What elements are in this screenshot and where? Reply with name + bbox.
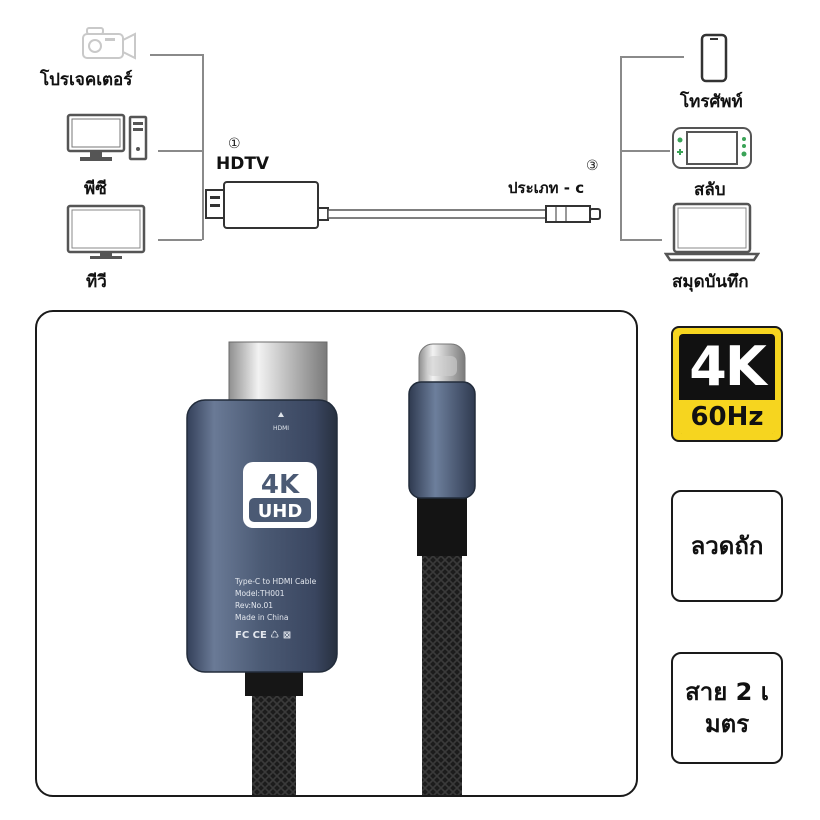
bracket-right-bottom xyxy=(620,239,662,241)
device-label-notebook: สมุดบันทึก xyxy=(672,272,749,292)
spec-line-4: Made in China xyxy=(235,613,288,622)
phone-icon xyxy=(700,33,728,83)
game-console-icon xyxy=(672,127,752,169)
pc-icon xyxy=(66,113,148,161)
braided-badge: ลวดถัก xyxy=(671,490,783,602)
cable-diagram xyxy=(205,181,601,229)
hdmi-mark: HDMI xyxy=(273,425,289,432)
spec-line-2: Model:TH001 xyxy=(235,589,285,598)
laptop-icon xyxy=(664,202,760,262)
projector-icon xyxy=(82,27,136,60)
bracket-left-bottom xyxy=(158,239,202,241)
bracket-left-mid xyxy=(158,150,202,152)
braided-text: ลวดถัก xyxy=(690,532,764,560)
length-text-line1: สาย 2 เ xyxy=(685,678,769,706)
resolution-text: 4K xyxy=(689,335,766,398)
bracket-left-top xyxy=(150,54,202,56)
device-label-pc: พีซี xyxy=(84,179,107,199)
port-label-hdtv: HDTV xyxy=(216,154,270,174)
device-label-tv: ทีวี xyxy=(86,272,107,292)
device-label-phone: โทรศัพท์ xyxy=(680,92,743,112)
uhd-badge-bottom: UHD xyxy=(258,501,303,522)
tv-icon xyxy=(66,204,146,259)
spec-line-1: Type-C to HDMI Cable xyxy=(234,577,317,586)
resolution-badge: 4K 60Hz xyxy=(671,326,783,442)
port-label-typec: ประเภท - c xyxy=(508,179,585,197)
length-text-line2: มตร xyxy=(704,710,750,738)
uhd-badge-top: 4K xyxy=(261,470,300,500)
port-number-typec: ③ xyxy=(586,158,599,174)
cert-marks: FC CE ♺ ⊠ xyxy=(235,630,291,641)
bracket-right-top xyxy=(620,56,684,58)
bracket-right-mid xyxy=(620,150,670,152)
bracket-left-vertical xyxy=(202,54,204,240)
device-label-projector: โปรเจคเตอร์ xyxy=(40,70,133,90)
port-number-hdtv: ① xyxy=(228,136,241,152)
length-badge: สาย 2 เ มตร xyxy=(671,652,783,764)
bracket-right-vertical xyxy=(620,56,622,240)
device-label-switch: สลับ xyxy=(694,180,726,200)
resolution-badge-inner: 4K 60Hz xyxy=(679,334,775,434)
product-photo: HDMI 4K UHD Type-C to HDMI Cable Model:T… xyxy=(186,341,476,795)
refresh-rate-text: 60Hz xyxy=(679,400,775,434)
product-photo-panel: HDMI 4K UHD Type-C to HDMI Cable Model:T… xyxy=(35,310,638,797)
spec-line-3: Rev:No.01 xyxy=(235,601,273,610)
